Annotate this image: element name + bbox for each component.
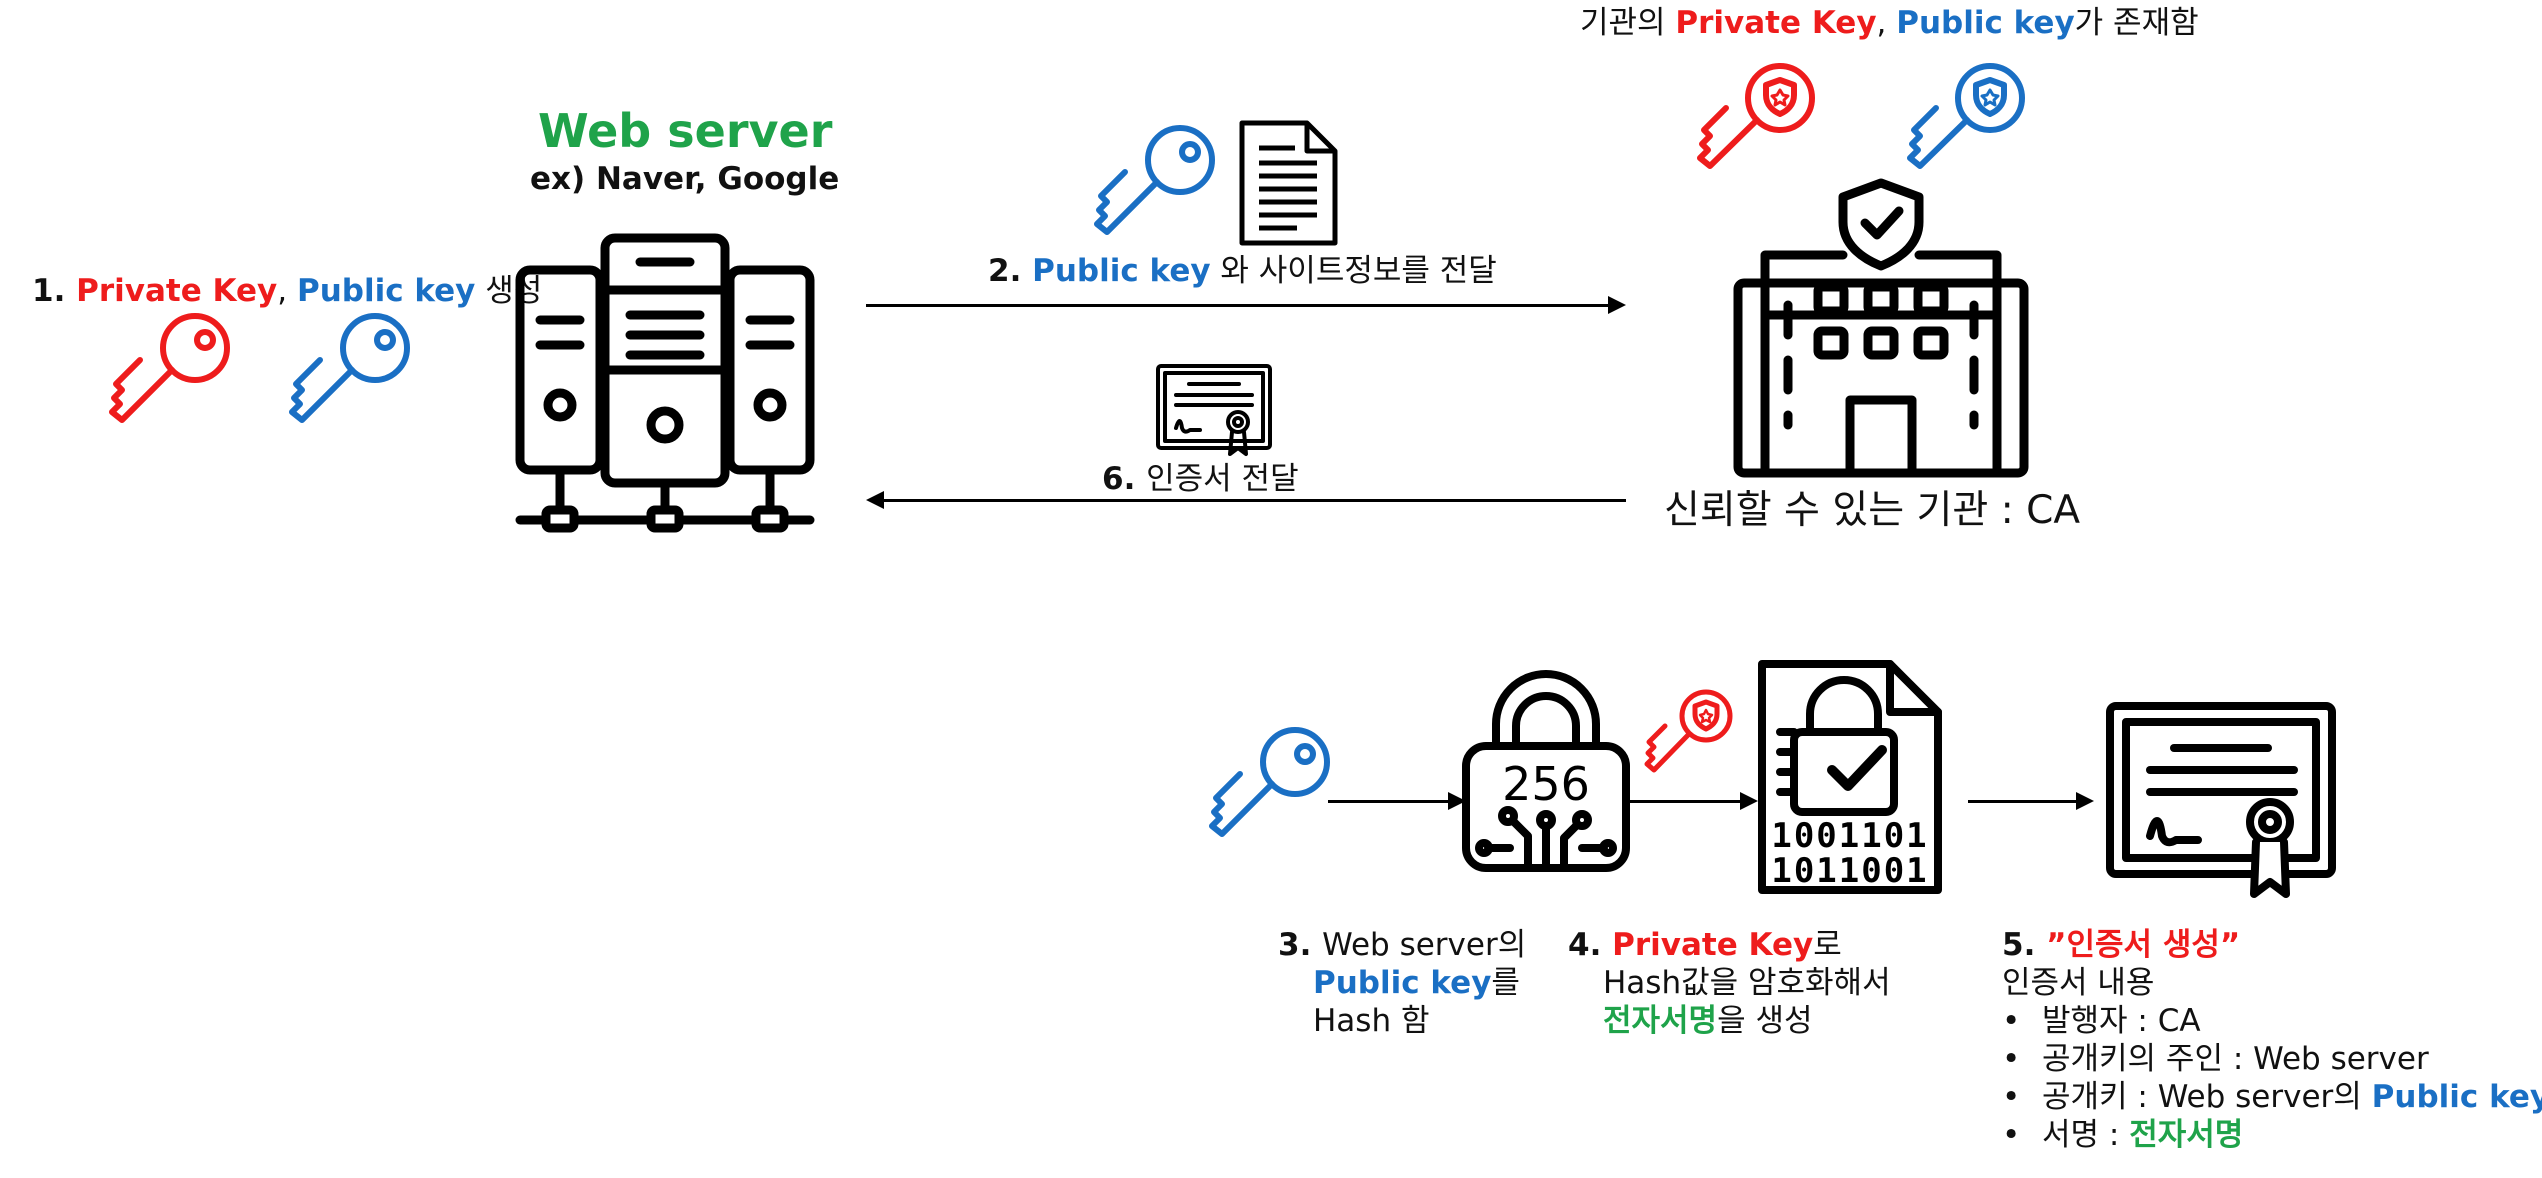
list-item: •서명 : 전자서명 (2002, 1117, 2244, 1153)
hash-lock-text: 256 (1502, 757, 1590, 811)
building-icon (1733, 178, 2029, 478)
flow-arrow-2 (1630, 800, 1742, 803)
step2-arrow-head (1608, 296, 1626, 314)
step5-block: 5. ”인증서 생성” 인증서 내용 •발행자 : CA •공개키의 주인 : … (2002, 926, 2542, 1154)
list-item: •공개키의 주인 : Web server (2002, 1041, 2429, 1077)
web-server-subtitle: ex) Naver, Google (530, 161, 840, 197)
list-item: •발행자 : CA (2002, 1003, 2201, 1039)
step4-label: 4. Private Key로 Hash값을 암호화해서 전자서명을 생성 (1568, 927, 1891, 1039)
shield-key-icon (1644, 689, 1733, 773)
ca-label: 신뢰할 수 있는 기관 : CA (1664, 488, 2081, 533)
transfer-public-key-icon (1094, 125, 1215, 235)
certificate-small-icon (1156, 364, 1272, 456)
web-server-title: Web server (538, 104, 833, 158)
step6-arrow (882, 499, 1626, 502)
ca-public-key-icon (1907, 63, 2025, 169)
hash-input-public-key-icon (1209, 727, 1330, 837)
binary-row-1: 1001101 (1771, 816, 1928, 856)
flow-arrow-2-head (1740, 792, 1758, 810)
step6-label: 6. 인증서 전달 (1102, 461, 1299, 497)
flow-arrow-3-head (2076, 792, 2094, 810)
flow-arrow-3 (1968, 800, 2078, 803)
hash-lock-icon: 256 (1462, 670, 1630, 872)
encrypted-file-icon: 1001101 1011001 (1758, 660, 1942, 894)
step2-arrow (866, 304, 1611, 307)
certificate-contents-list: •발행자 : CA •공개키의 주인 : Web server •공개키 : W… (2002, 1002, 2542, 1154)
step1-label: 1. Private Key, Public key 생성 (32, 273, 543, 309)
flow-arrow-1 (1328, 800, 1450, 803)
flow-arrow-1-head (1448, 792, 1466, 810)
binary-row-2: 1011001 (1771, 851, 1928, 891)
ca-keys-caption: 기관의 Private Key, Public key가 존재함 (1580, 5, 2199, 41)
step2-label: 2. Public key 와 사이트정보를 전달 (988, 253, 1497, 289)
red-key-icon (109, 313, 230, 423)
server-icon (515, 233, 815, 533)
document-icon (1239, 120, 1338, 246)
step3-label: 3. Web server의 Public key를 Hash 함 (1278, 927, 1527, 1039)
list-item: •공개키 : Web server의 Public key (2002, 1079, 2542, 1115)
blue-key-icon (289, 313, 410, 423)
certificate-icon (2106, 702, 2336, 898)
step5-subtitle: 인증서 내용 (2002, 965, 2155, 1001)
ca-private-key-icon (1697, 63, 1815, 169)
step6-arrow-head (866, 491, 884, 509)
